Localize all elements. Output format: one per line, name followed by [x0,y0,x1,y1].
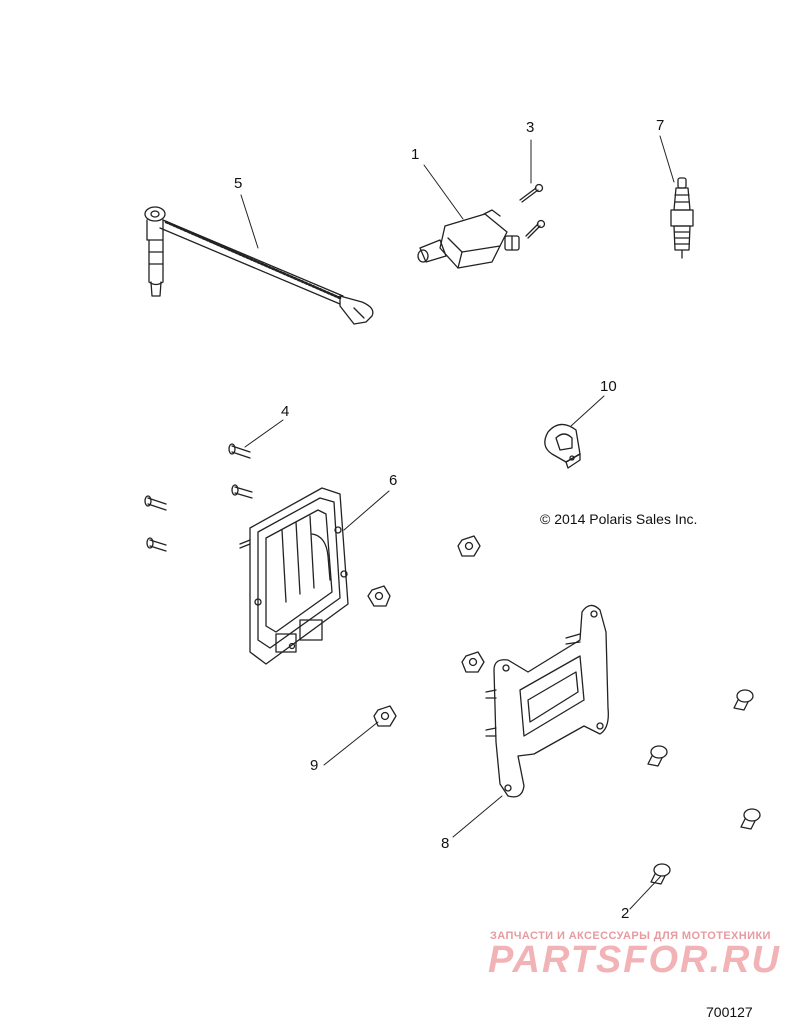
screws-part-3[interactable] [519,183,546,239]
watermark-brand: PARTSFOR.RU [488,939,781,981]
callout-1: 1 [411,146,420,163]
copyright-notice: © 2014 Polaris Sales Inc. [540,511,698,527]
callout-10: 10 [600,378,617,395]
ignition-cable-part-5[interactable] [144,206,374,325]
callout-5: 5 [234,175,243,192]
callout-8: 8 [441,835,450,852]
ecu-module-part-6[interactable] [239,487,349,665]
callout-4: 4 [281,403,290,420]
callout-9: 9 [310,757,319,774]
leader-lines [240,135,675,910]
drawing-number: 700127 [706,1004,753,1020]
spark-plug-part-7[interactable] [670,177,694,259]
watermark-tagline: ЗАПЧАСТИ И АКСЕССУАРЫ ДЛЯ МОТОТЕХНИКИ [490,930,771,942]
callout-3: 3 [526,119,535,136]
ignition-coil-part-1[interactable] [417,209,520,269]
bolts-part-4[interactable] [144,443,253,552]
callout-6: 6 [389,472,398,489]
mounting-bracket-part-8[interactable] [485,604,609,798]
clamp-part-10[interactable] [544,423,581,469]
nuts-part-9[interactable] [367,535,485,727]
callout-7: 7 [656,117,665,134]
callout-2: 2 [621,905,630,922]
screws-part-2[interactable] [647,689,761,885]
